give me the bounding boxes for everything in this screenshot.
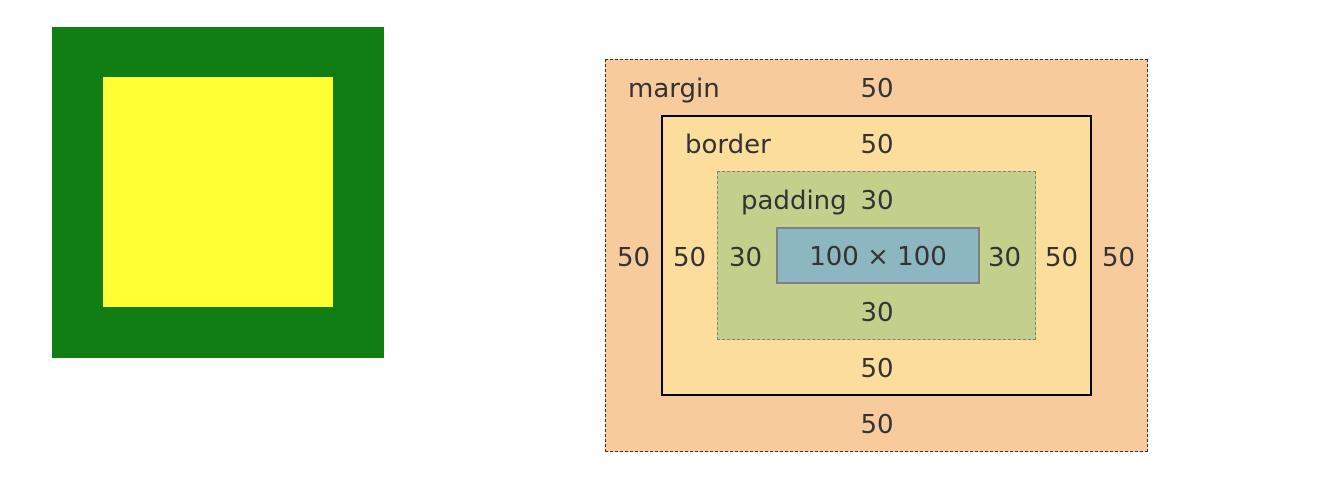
padding-right-value[interactable]: 30: [988, 243, 1022, 273]
border-label: border: [685, 130, 771, 160]
border-top-value[interactable]: 50: [860, 130, 894, 160]
padding-bottom-value[interactable]: 30: [860, 298, 894, 328]
border-right-value[interactable]: 50: [1045, 243, 1079, 273]
padding-top-value[interactable]: 30: [860, 186, 894, 216]
preview-content: [103, 77, 333, 307]
margin-bottom-value[interactable]: 50: [860, 410, 894, 440]
content-size-value[interactable]: 100 × 100: [809, 242, 947, 272]
margin-label: margin: [628, 74, 720, 104]
padding-left-value[interactable]: 30: [729, 243, 763, 273]
margin-top-value[interactable]: 50: [860, 74, 894, 104]
padding-label: padding: [741, 186, 847, 216]
border-bottom-value[interactable]: 50: [860, 354, 894, 384]
margin-left-value[interactable]: 50: [617, 243, 651, 273]
box-model-content[interactable]: [776, 227, 980, 284]
margin-right-value[interactable]: 50: [1102, 243, 1136, 273]
preview-box: [52, 27, 384, 358]
border-left-value[interactable]: 50: [673, 243, 707, 273]
